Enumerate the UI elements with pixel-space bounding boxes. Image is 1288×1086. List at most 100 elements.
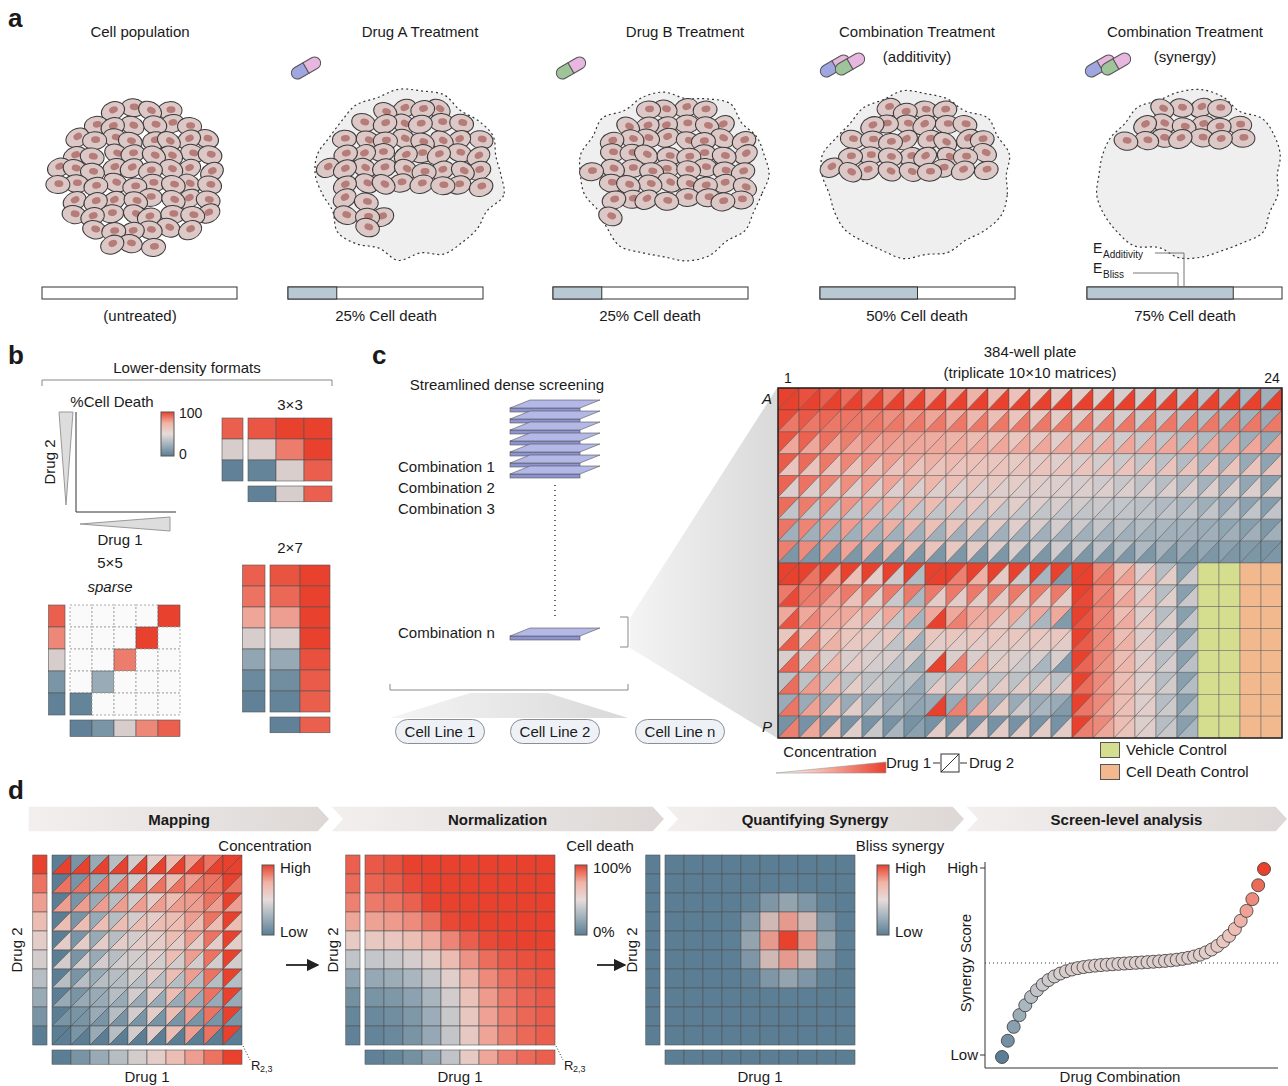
well-drug2 bbox=[1093, 672, 1114, 694]
matrix-cell bbox=[779, 969, 798, 988]
matrix-cell bbox=[536, 855, 555, 874]
matrix-cell bbox=[460, 874, 479, 893]
well-drug2 bbox=[147, 912, 166, 931]
well-drug2 bbox=[128, 912, 147, 931]
well-drug1 bbox=[1177, 454, 1198, 476]
well-drug2 bbox=[946, 476, 967, 498]
well-drug1 bbox=[1009, 476, 1030, 498]
well-drug1 bbox=[925, 541, 946, 563]
well-drug2 bbox=[1009, 651, 1030, 673]
well-drug2 bbox=[90, 874, 109, 893]
well-drug1 bbox=[1135, 476, 1156, 498]
well-drug1 bbox=[1072, 432, 1093, 454]
well-drug1 bbox=[1093, 585, 1114, 607]
well-drug1 bbox=[1261, 541, 1282, 563]
matrix-cell bbox=[365, 950, 384, 969]
well-drug1 bbox=[1051, 694, 1072, 716]
single-agent-cell bbox=[276, 486, 304, 502]
matrix-cell bbox=[300, 691, 330, 712]
well-drug2 bbox=[820, 672, 841, 694]
well-drug1 bbox=[204, 950, 223, 969]
well-drug2 bbox=[1135, 410, 1156, 432]
plate-layer bbox=[510, 444, 600, 456]
matrix-cell bbox=[158, 605, 180, 627]
well-drug1 bbox=[1072, 585, 1093, 607]
well-drug2 bbox=[820, 497, 841, 519]
well-drug2 bbox=[967, 585, 988, 607]
well-drug1 bbox=[223, 855, 242, 874]
well-drug2 bbox=[1051, 388, 1072, 410]
matrix-cell bbox=[741, 1026, 760, 1045]
well-drug2 bbox=[820, 541, 841, 563]
well-drug2 bbox=[862, 694, 883, 716]
well-drug1 bbox=[1093, 694, 1114, 716]
well-drug2 bbox=[1030, 519, 1051, 541]
matrix-cell bbox=[703, 912, 722, 931]
well-drug2 bbox=[128, 1026, 147, 1045]
well-drug2 bbox=[1135, 388, 1156, 410]
well-drug1 bbox=[862, 519, 883, 541]
single-agent-cell bbox=[517, 1050, 536, 1064]
death-control-well bbox=[1240, 716, 1261, 738]
well-drug2 bbox=[1051, 716, 1072, 738]
single-agent-cell bbox=[109, 1050, 128, 1064]
cell-nucleus bbox=[146, 166, 156, 174]
well-drug1 bbox=[1093, 476, 1114, 498]
well-drug1 bbox=[799, 585, 820, 607]
matrix-cell bbox=[798, 874, 817, 893]
cell-nucleus bbox=[941, 105, 951, 113]
well-drug2 bbox=[1093, 585, 1114, 607]
matrix-cell bbox=[722, 1007, 741, 1026]
well-drug2 bbox=[904, 629, 925, 651]
well-drug2 bbox=[967, 672, 988, 694]
single-agent-cell bbox=[71, 1050, 90, 1064]
matrix-cell bbox=[441, 893, 460, 912]
vehicle-well bbox=[1198, 694, 1219, 716]
well-drug2 bbox=[1093, 454, 1114, 476]
cell-nucleus bbox=[146, 225, 156, 233]
vehicle-well bbox=[1198, 629, 1219, 651]
well-drug1 bbox=[820, 388, 841, 410]
single-agent-cell bbox=[441, 1050, 460, 1064]
matrix-cell bbox=[779, 931, 798, 950]
well-drug1 bbox=[1030, 672, 1051, 694]
cell-nucleus bbox=[147, 193, 156, 200]
cell-nucleus bbox=[701, 181, 711, 189]
empty-well bbox=[70, 605, 92, 627]
well-drug1 bbox=[223, 912, 242, 931]
matrix-cell bbox=[300, 649, 330, 670]
cell-nucleus bbox=[941, 137, 952, 147]
well-drug1 bbox=[52, 988, 71, 1007]
matrix-cell bbox=[684, 950, 703, 969]
matrix-cell bbox=[384, 950, 403, 969]
well-drug2 bbox=[128, 855, 147, 874]
well-drug1 bbox=[223, 1007, 242, 1026]
well-drug2 bbox=[925, 629, 946, 651]
well-drug1 bbox=[862, 694, 883, 716]
well-drug2 bbox=[799, 629, 820, 651]
matrix-cell bbox=[441, 912, 460, 931]
well-drug1 bbox=[946, 563, 967, 585]
well-drug2 bbox=[1009, 694, 1030, 716]
well-drug1 bbox=[185, 874, 204, 893]
matrix-cell bbox=[403, 912, 422, 931]
matrix-cell bbox=[403, 931, 422, 950]
well-drug1 bbox=[988, 497, 1009, 519]
matrix-cell bbox=[798, 1007, 817, 1026]
well-drug2 bbox=[778, 694, 799, 716]
matrix-cell bbox=[665, 874, 684, 893]
well-drug2 bbox=[1240, 519, 1261, 541]
well-drug2 bbox=[799, 476, 820, 498]
well-drug2 bbox=[946, 585, 967, 607]
single-agent-cell bbox=[346, 950, 360, 969]
well-drug2 bbox=[223, 912, 242, 931]
well-drug1 bbox=[1072, 607, 1093, 629]
cell-body bbox=[82, 131, 107, 150]
well-drug2 bbox=[841, 497, 862, 519]
dead-region bbox=[580, 92, 770, 261]
matrix-cell bbox=[798, 912, 817, 931]
cell-nucleus bbox=[439, 181, 448, 188]
well-drug1 bbox=[904, 585, 925, 607]
plate-top bbox=[510, 444, 600, 452]
single-agent-cell bbox=[33, 1007, 47, 1026]
